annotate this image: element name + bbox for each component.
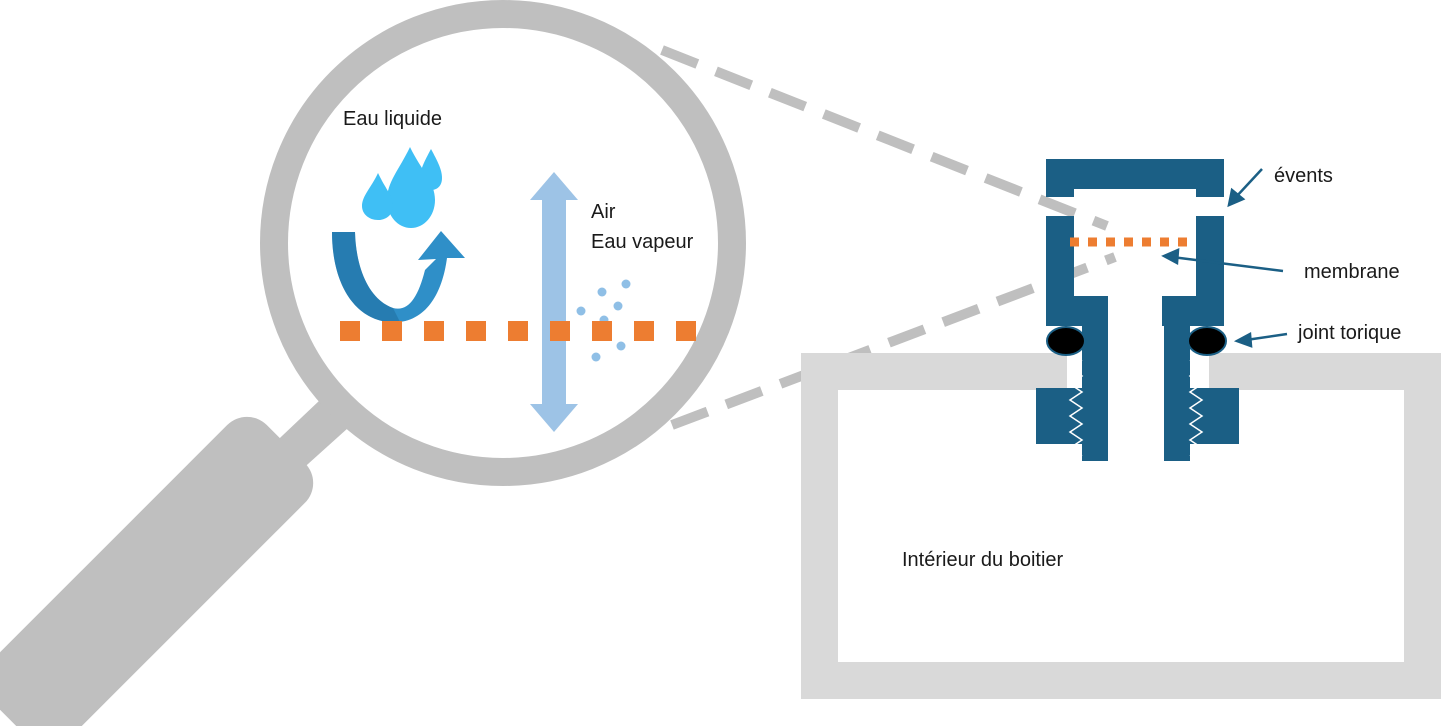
label-events: évents xyxy=(1274,165,1333,187)
water-drop-icon xyxy=(362,147,442,228)
magnifying-glass-icon xyxy=(0,0,746,726)
label-interieur: Intérieur du boitier xyxy=(902,549,1064,571)
zoom-line-bottom xyxy=(670,252,1117,430)
label-eau-liquide: Eau liquide xyxy=(343,108,442,130)
housing xyxy=(801,353,1441,699)
label-eau-vapeur: Eau vapeur xyxy=(591,231,694,253)
pointer-arrows xyxy=(1161,168,1288,348)
label-air: Air xyxy=(591,201,616,223)
threads xyxy=(1068,359,1204,457)
o-ring-left xyxy=(1046,326,1086,356)
zoom-line-top xyxy=(660,45,1109,231)
label-membrane: membrane xyxy=(1304,261,1400,283)
o-ring-right xyxy=(1187,326,1227,356)
vent-valve xyxy=(1036,159,1239,461)
double-arrow-icon xyxy=(530,172,578,432)
magnifier-ring xyxy=(260,0,746,486)
label-joint-torique: joint torique xyxy=(1297,322,1401,344)
vapor-dots xyxy=(576,279,631,362)
magnifier-handle xyxy=(0,416,314,726)
curved-arrow-icon xyxy=(332,231,465,323)
